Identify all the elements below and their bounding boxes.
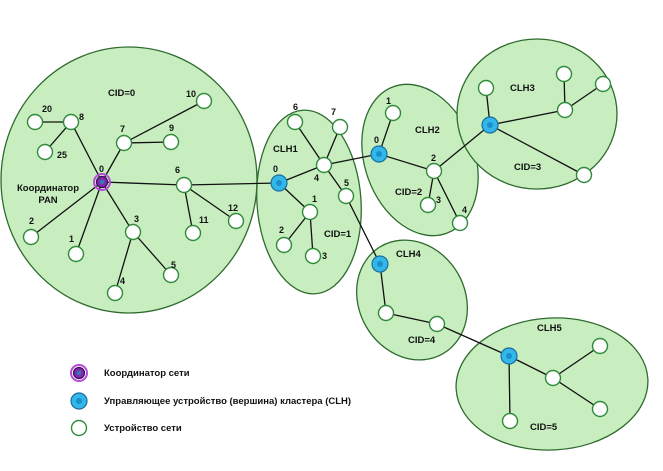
node-id: 11 [199, 215, 209, 225]
device-node [501, 412, 519, 430]
clh1-node [270, 174, 288, 192]
node-id: 10 [186, 89, 196, 99]
node-id: 1 [386, 96, 391, 106]
node-id: 3 [436, 195, 441, 205]
device-node [22, 228, 40, 246]
device-node [36, 143, 54, 161]
node-id: 25 [57, 150, 67, 160]
clh2-label: CLH2 [415, 125, 440, 136]
device-node [419, 196, 437, 214]
clh2-node [370, 145, 388, 163]
cluster-head-nodes [270, 116, 518, 365]
device-node [575, 166, 593, 184]
legend-device-icon [70, 419, 88, 437]
device-node [304, 247, 322, 265]
cid-3-label: CID=3 [514, 162, 541, 173]
device-node [594, 75, 612, 93]
node-id: 2 [29, 216, 34, 226]
cluster-3-shape [456, 38, 618, 190]
device-node [477, 79, 495, 97]
node-id: 6 [293, 102, 298, 112]
device-node [377, 304, 395, 322]
cid-1-label: CID=1 [324, 229, 352, 240]
device-node [315, 156, 333, 174]
cid-2-label: CID=2 [395, 187, 422, 198]
legend-coordinator-icon [70, 364, 88, 382]
clh1-label: CLH1 [273, 144, 299, 155]
legend-clh-text: Управляющее устройство (вершина) кластер… [104, 396, 351, 407]
device-node [337, 187, 355, 205]
cid-5-label: CID=5 [530, 422, 558, 433]
device-nodes [22, 65, 612, 430]
clh4-label: CLH4 [396, 249, 422, 260]
cluster-shapes [0, 38, 649, 451]
device-node [106, 284, 124, 302]
device-node [428, 315, 446, 333]
node-id: 12 [228, 203, 238, 213]
node-id: 9 [169, 123, 174, 133]
device-node [544, 369, 562, 387]
node-id: 2 [431, 153, 436, 163]
device-node [286, 113, 304, 131]
node-id: 5 [171, 260, 176, 270]
clh5-label: CLH5 [537, 323, 563, 334]
device-node [115, 134, 133, 152]
device-node [591, 400, 609, 418]
node-id: 20 [42, 104, 52, 114]
node-id: 2 [279, 225, 284, 235]
node-id: 6 [175, 165, 180, 175]
legend-clh-icon [70, 392, 88, 410]
node-id: 8 [79, 112, 84, 122]
device-node [331, 118, 349, 136]
device-node [556, 101, 574, 119]
node-id: 4 [120, 276, 125, 286]
clh5-node [500, 347, 518, 365]
device-node [162, 266, 180, 284]
legend: Координатор сети Управляющее устройство … [70, 364, 351, 437]
node-id: 4 [462, 205, 467, 215]
device-node [175, 176, 193, 194]
node-id: 0 [99, 164, 104, 174]
node-id: 0 [374, 135, 379, 145]
node-id: 7 [120, 124, 125, 134]
device-node [555, 65, 573, 83]
node-id: 0 [273, 164, 278, 174]
node-id: 5 [344, 178, 349, 188]
device-node [184, 224, 202, 242]
clh3-node [481, 116, 499, 134]
device-node [451, 214, 469, 232]
device-node [591, 337, 609, 355]
device-node [227, 212, 245, 230]
cid-4-label: CID=4 [408, 335, 436, 346]
device-node [124, 223, 142, 241]
legend-device-text: Устройство сети [104, 423, 182, 434]
device-node [195, 92, 213, 110]
device-node [425, 162, 443, 180]
coordinator-label-line1: Координатор [17, 183, 79, 194]
device-node [162, 133, 180, 151]
clh4-node [371, 255, 389, 273]
device-node [26, 113, 44, 131]
node-id: 3 [322, 251, 327, 261]
device-node [275, 236, 293, 254]
device-node [67, 245, 85, 263]
cluster-0-shape [0, 46, 258, 314]
clh3-label: CLH3 [510, 83, 535, 94]
node-id: 7 [331, 107, 336, 117]
node-id: 3 [134, 214, 139, 224]
node-id: 1 [312, 194, 317, 204]
coordinator-label-line2: PAN [38, 195, 57, 206]
cluster-4-shape [355, 239, 469, 361]
device-node [62, 113, 80, 131]
node-id-labels: 0 2 1 3 4 5 6 11 12 7 9 10 8 20 25 0 1 2… [29, 89, 467, 286]
node-id: 4 [314, 173, 319, 183]
cid-0-label: CID=0 [108, 88, 135, 99]
device-node [301, 203, 319, 221]
legend-coordinator-text: Координатор сети [104, 368, 190, 379]
pan-coordinator-node [93, 173, 111, 191]
device-node [384, 104, 402, 122]
node-id: 1 [69, 234, 74, 244]
